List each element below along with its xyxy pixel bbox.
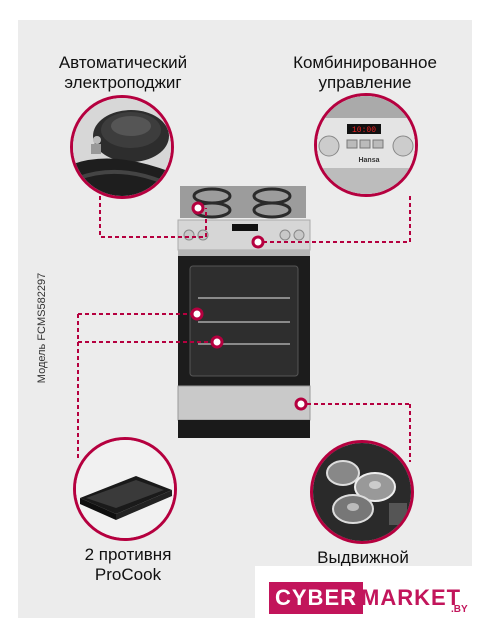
marker-tray-2 [210,335,224,349]
store-logo: CYBER MARKET .BY [255,566,481,622]
baking-tray-icon [76,440,174,538]
logo-market: MARKET [361,585,462,610]
caption-baking-trays: 2 противня ProCook [84,545,172,584]
control-panel-icon: 10:00 Hansa [317,96,415,194]
marker-tray-1 [190,307,204,321]
burner-icon [73,98,171,196]
marker-drawer [294,397,308,411]
display-readout: 10:00 [352,126,376,135]
caption-drawer: Выдвижной [317,548,409,567]
ignition-closeup [70,95,174,199]
caption-auto-ignition: Автоматический электроподжиг [58,53,188,92]
cookware-icon [313,443,411,541]
drawer-closeup [310,440,414,544]
marker-control [251,235,265,249]
marker-ignition [191,201,205,215]
logo-cyber: CYBER [269,582,364,614]
caption-combined-control: Комбинированное управление [293,53,437,92]
control-panel-closeup: 10:00 Hansa [314,93,418,197]
trays-closeup [73,437,177,541]
logo-suffix: .BY [451,604,468,615]
brand-label: Hansa [358,157,379,164]
